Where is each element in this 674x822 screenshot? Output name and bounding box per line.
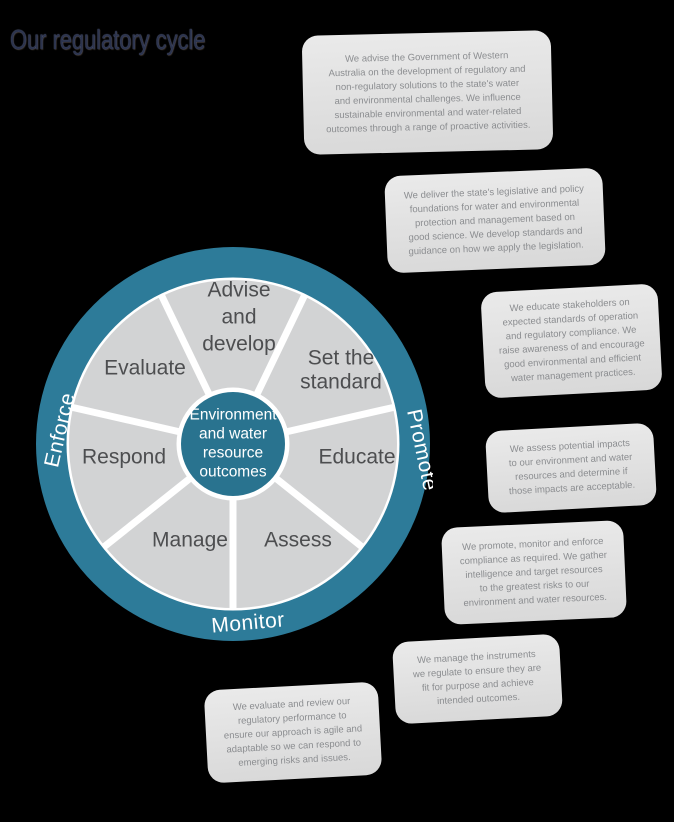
center-label-line3: resource <box>203 445 263 462</box>
segment-set-standard-line1: Set the <box>308 347 375 370</box>
page-title: Our regulatory cycle <box>10 24 206 55</box>
callout-educate: We educate stakeholders on expected stan… <box>480 283 663 399</box>
callout-assess: We assess potential impacts to our envir… <box>484 422 658 514</box>
center-circle <box>181 392 285 496</box>
segment-educate: Educate <box>318 446 395 469</box>
callout-evaluate: We evaluate and review our regulatory pe… <box>203 681 383 784</box>
callout-manage: We manage the instruments we regulate to… <box>391 633 564 725</box>
segment-respond: Respond <box>82 446 166 469</box>
segment-divider <box>70 403 190 438</box>
segment-manage: Manage <box>152 529 228 552</box>
callout-enforce-promote-monitor: We promote, monitor and enforce complian… <box>440 520 628 625</box>
callout-set-standard: We deliver the state's legislative and p… <box>384 167 606 274</box>
segment-divider <box>157 292 217 406</box>
segment-advise-line3: develop <box>202 333 276 356</box>
center-label-line2: and water <box>199 426 267 443</box>
segment-divider <box>101 469 200 551</box>
segment-evaluate: Evaluate <box>104 357 186 380</box>
segment-advise-line2: and <box>221 306 256 329</box>
segment-divider <box>276 403 396 438</box>
callout-advise: We advise the Government of Western Aust… <box>301 30 554 155</box>
center-label-line4: outcomes <box>199 464 266 481</box>
center-label-line1: Environment <box>189 407 277 424</box>
segment-assess: Assess <box>264 529 332 552</box>
regulatory-cycle-wheel: Advise and develop Set the standard Educ… <box>36 247 433 641</box>
segment-divider <box>249 292 309 406</box>
segment-divider <box>266 469 365 551</box>
segment-set-standard-line2: standard <box>300 371 382 394</box>
segment-advise-line1: Advise <box>207 279 270 302</box>
